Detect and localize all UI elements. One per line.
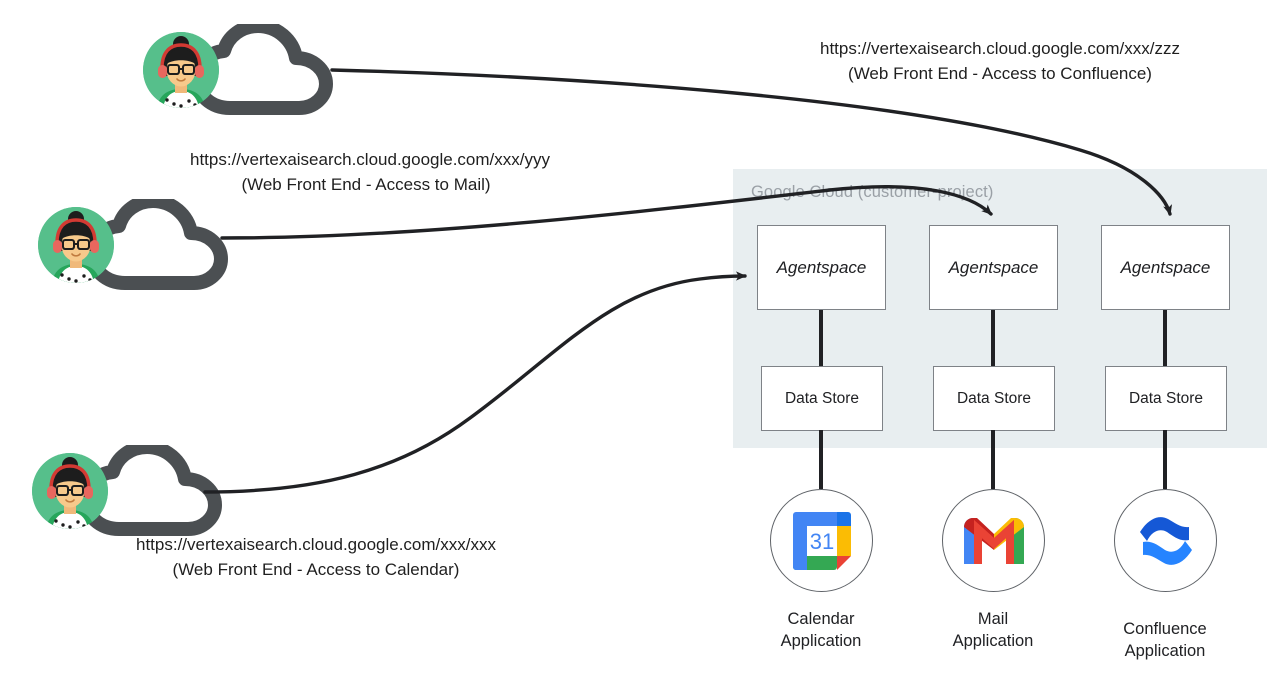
datastore-label: Data Store bbox=[956, 389, 1032, 407]
agentspace-label: Agentspace bbox=[1120, 257, 1211, 277]
client-group-confluence[interactable] bbox=[143, 22, 343, 122]
caption-confluence-desc: (Web Front End - Access to Confluence) bbox=[848, 64, 1152, 84]
datastore-label: Data Store bbox=[784, 389, 860, 407]
calendar-day-number: 31 bbox=[809, 529, 833, 554]
caption-calendar-desc: (Web Front End - Access to Calendar) bbox=[172, 560, 460, 580]
user-avatar-icon bbox=[32, 453, 108, 529]
app-label-confluence: Confluence Application bbox=[1075, 619, 1255, 663]
agentspace-node-calendar[interactable]: Agentspace bbox=[757, 225, 886, 310]
datastore-label: Data Store bbox=[1128, 389, 1204, 407]
agentspace-node-confluence[interactable]: Agentspace bbox=[1101, 225, 1230, 310]
caption-confluence: https://vertexaisearch.cloud.google.com/… bbox=[805, 36, 1195, 86]
app-label-confluence-line1: Confluence bbox=[1123, 620, 1207, 638]
datastore-node-calendar[interactable]: Data Store bbox=[761, 366, 883, 431]
client-group-mail[interactable] bbox=[38, 197, 238, 297]
user-avatar-icon bbox=[38, 207, 114, 283]
caption-calendar-url: https://vertexaisearch.cloud.google.com/… bbox=[136, 535, 496, 554]
app-circle-confluence[interactable] bbox=[1114, 489, 1217, 592]
caption-confluence-url: https://vertexaisearch.cloud.google.com/… bbox=[820, 39, 1180, 58]
app-label-mail-line1: Mail bbox=[977, 610, 1009, 628]
app-label-calendar-line2: Application bbox=[780, 631, 862, 650]
app-circle-mail[interactable] bbox=[942, 489, 1045, 592]
app-label-confluence-line2: Application bbox=[1124, 641, 1206, 660]
caption-mail: https://vertexaisearch.cloud.google.com/… bbox=[190, 147, 550, 197]
agentspace-label: Agentspace bbox=[776, 257, 867, 277]
caption-mail-desc: (Web Front End - Access to Mail) bbox=[241, 175, 491, 195]
app-label-calendar-line1: Calendar bbox=[787, 610, 855, 628]
confluence-icon bbox=[1139, 516, 1192, 565]
agentspace-node-mail[interactable]: Agentspace bbox=[929, 225, 1058, 310]
caption-calendar: https://vertexaisearch.cloud.google.com/… bbox=[126, 532, 506, 582]
agentspace-label: Agentspace bbox=[948, 257, 1039, 277]
google-cloud-container-label: Google Cloud (customer-project) bbox=[751, 183, 994, 201]
app-circle-calendar[interactable]: 31 bbox=[770, 489, 873, 592]
connector-mail bbox=[220, 185, 993, 240]
google-calendar-icon: 31 bbox=[792, 511, 851, 570]
app-label-mail-line2: Application bbox=[952, 631, 1034, 650]
user-avatar-icon bbox=[143, 32, 219, 108]
caption-mail-url: https://vertexaisearch.cloud.google.com/… bbox=[190, 150, 550, 169]
client-group-calendar[interactable] bbox=[32, 443, 232, 543]
app-label-mail: Mail Application bbox=[903, 609, 1083, 653]
app-label-calendar: Calendar Application bbox=[731, 609, 911, 653]
gmail-icon bbox=[963, 517, 1024, 564]
connector-confluence bbox=[330, 68, 1173, 216]
connector-calendar bbox=[203, 271, 747, 494]
